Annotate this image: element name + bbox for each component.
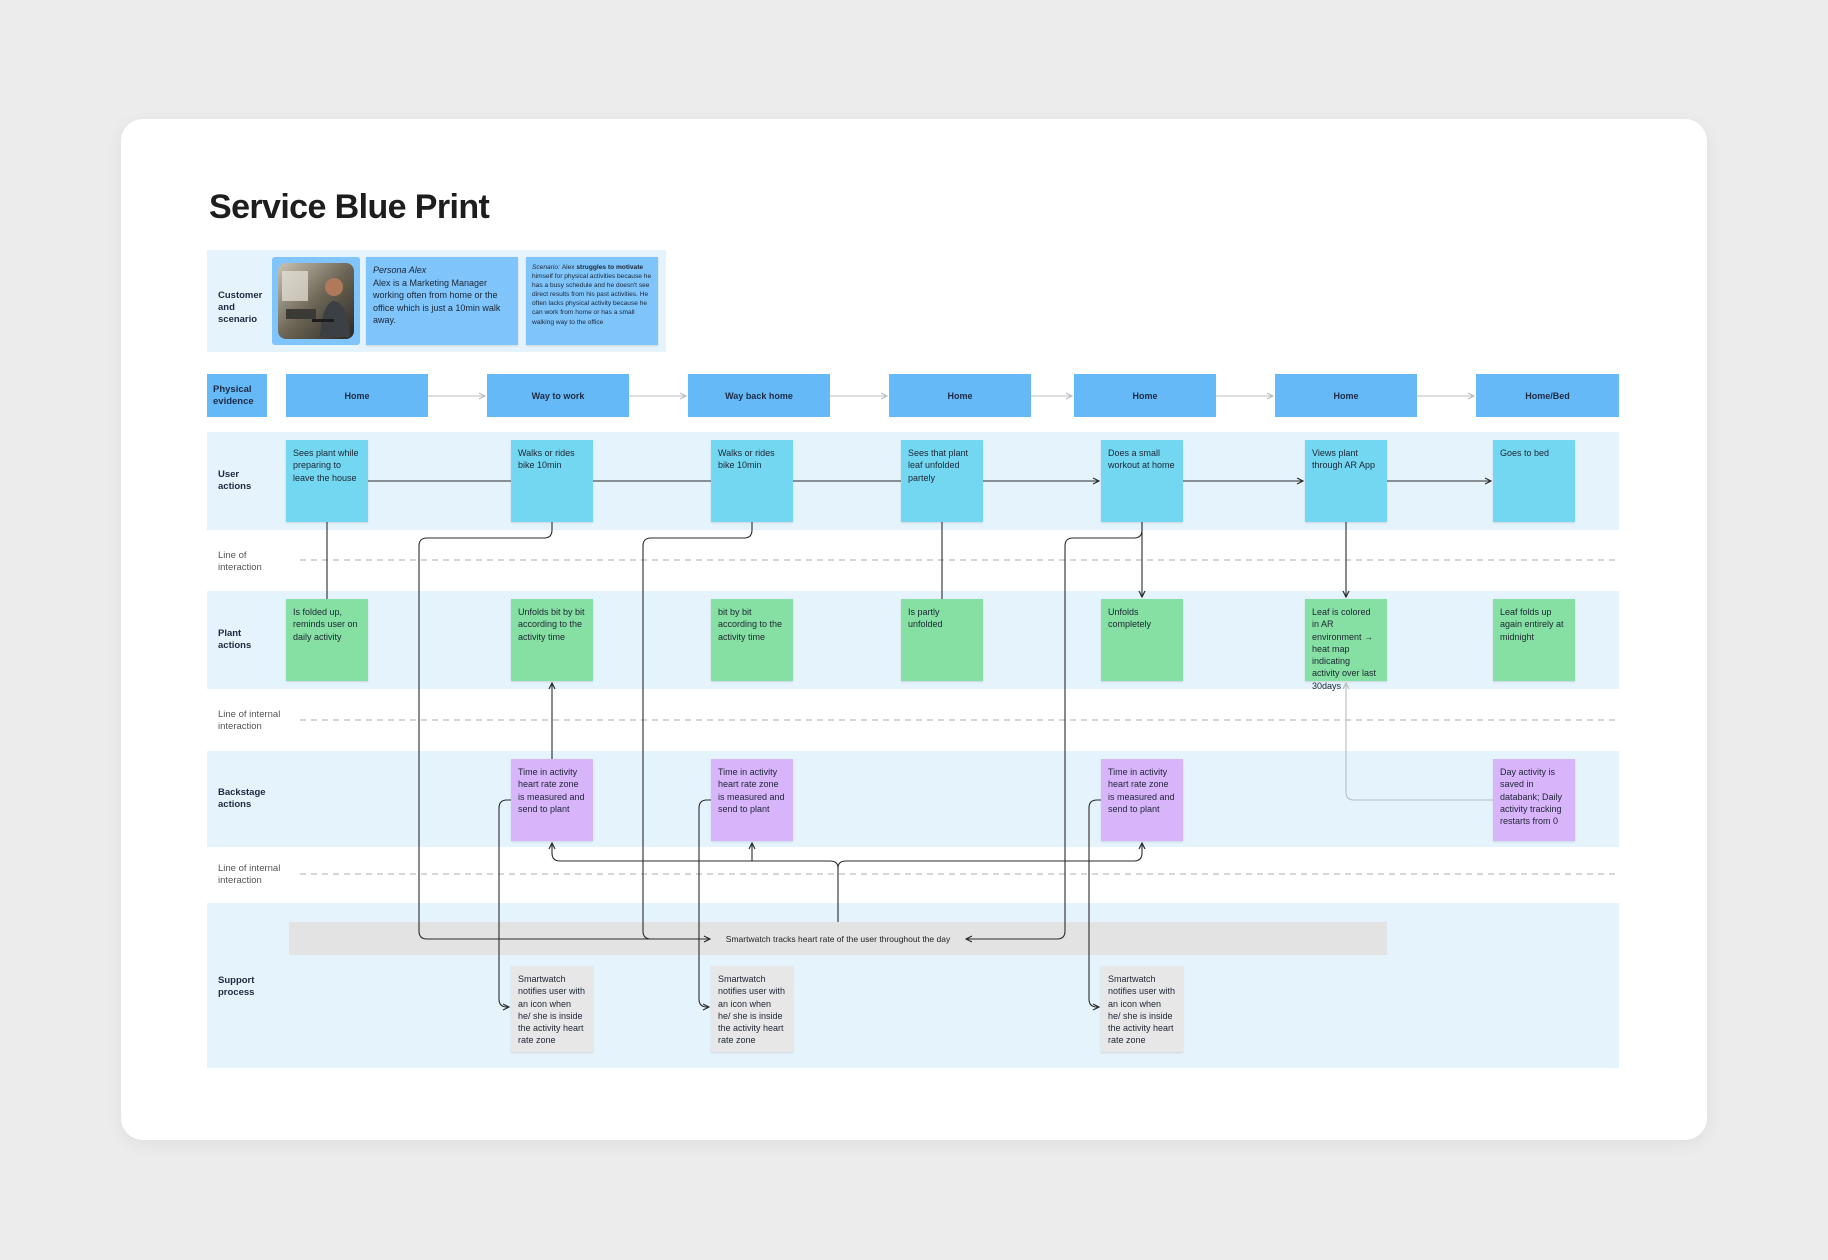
persona-name: Persona Alex	[373, 265, 427, 275]
persona-card: Persona Alex Alex is a Marketing Manager…	[366, 257, 518, 345]
support-notification-1: Smartwatch notifies user with an icon wh…	[511, 966, 593, 1052]
lane-label-user-actions: User actions	[218, 469, 252, 492]
backstage-action-2: Time in activity heart rate zone is meas…	[711, 759, 793, 841]
scenario-text: himself for physical activities because …	[532, 273, 652, 326]
user-action-5: Does a small workout at home	[1101, 440, 1183, 522]
lane-label-physical-evidence: Physical evidence	[207, 374, 267, 417]
persona-description: Alex is a Marketing Manager working ofte…	[373, 277, 501, 326]
physical-evidence-1: Home	[286, 374, 428, 417]
physical-evidence-7: Home/Bed	[1476, 374, 1619, 417]
plant-action-3: bit by bit according to the activity tim…	[711, 599, 793, 681]
physical-evidence-5: Home	[1074, 374, 1216, 417]
physical-evidence-4: Home	[889, 374, 1031, 417]
backstage-action-4: Day activity is saved in databank; Daily…	[1493, 759, 1575, 841]
plant-action-5: Unfolds completely	[1101, 599, 1183, 681]
user-action-4: Sees that plant leaf unfolded partely	[901, 440, 983, 522]
physical-evidence-2: Way to work	[487, 374, 629, 417]
lane-label-customer: Customer and scenario	[218, 290, 263, 325]
plant-action-6: Leaf is colored in AR environment → heat…	[1305, 599, 1387, 691]
backstage-action-3: Time in activity heart rate zone is meas…	[1101, 759, 1183, 841]
smartwatch-tracking-bar: Smartwatch tracks heart rate of the user…	[289, 922, 1387, 955]
user-action-1: Sees plant while preparing to leave the …	[286, 440, 368, 522]
backstage-action-1: Time in activity heart rate zone is meas…	[511, 759, 593, 841]
lane-label-line-internal-1: Line of internal interaction	[218, 709, 281, 732]
plant-action-1: Is folded up, reminds user on daily acti…	[286, 599, 368, 681]
user-action-7: Goes to bed	[1493, 440, 1575, 522]
lane-label-support-process: Support process	[218, 975, 255, 998]
lane-label-plant-actions: Plant actions	[218, 628, 252, 651]
scenario-name: Alex	[561, 264, 577, 271]
persona-photo-frame	[272, 257, 360, 345]
user-action-2: Walks or rides bike 10min	[511, 440, 593, 522]
plant-action-7: Leaf folds up again entirely at midnight	[1493, 599, 1575, 681]
physical-evidence-3: Way back home	[688, 374, 830, 417]
scenario-bold: struggles to motivate	[576, 264, 644, 271]
user-action-3: Walks or rides bike 10min	[711, 440, 793, 522]
persona-photo	[278, 263, 354, 339]
support-notification-3: Smartwatch notifies user with an icon wh…	[1101, 966, 1183, 1052]
lane-label-backstage-actions: Backstage actions	[218, 787, 266, 810]
scenario-prefix: Scenario:	[532, 264, 562, 271]
plant-action-4: Is partly unfolded	[901, 599, 983, 681]
page-title: Service Blue Print	[209, 188, 490, 226]
lane-label-line-of-interaction: Line of interaction	[218, 550, 262, 573]
support-notification-2: Smartwatch notifies user with an icon wh…	[711, 966, 793, 1052]
backstage-actions-lane	[207, 751, 1619, 847]
scenario-card: Scenario: Alex struggles to motivate him…	[526, 257, 658, 345]
physical-evidence-6: Home	[1275, 374, 1417, 417]
lane-label-line-internal-2: Line of internal interaction	[218, 863, 281, 886]
user-action-6: Views plant through AR App	[1305, 440, 1387, 522]
plant-action-2: Unfolds bit by bit according to the acti…	[511, 599, 593, 681]
